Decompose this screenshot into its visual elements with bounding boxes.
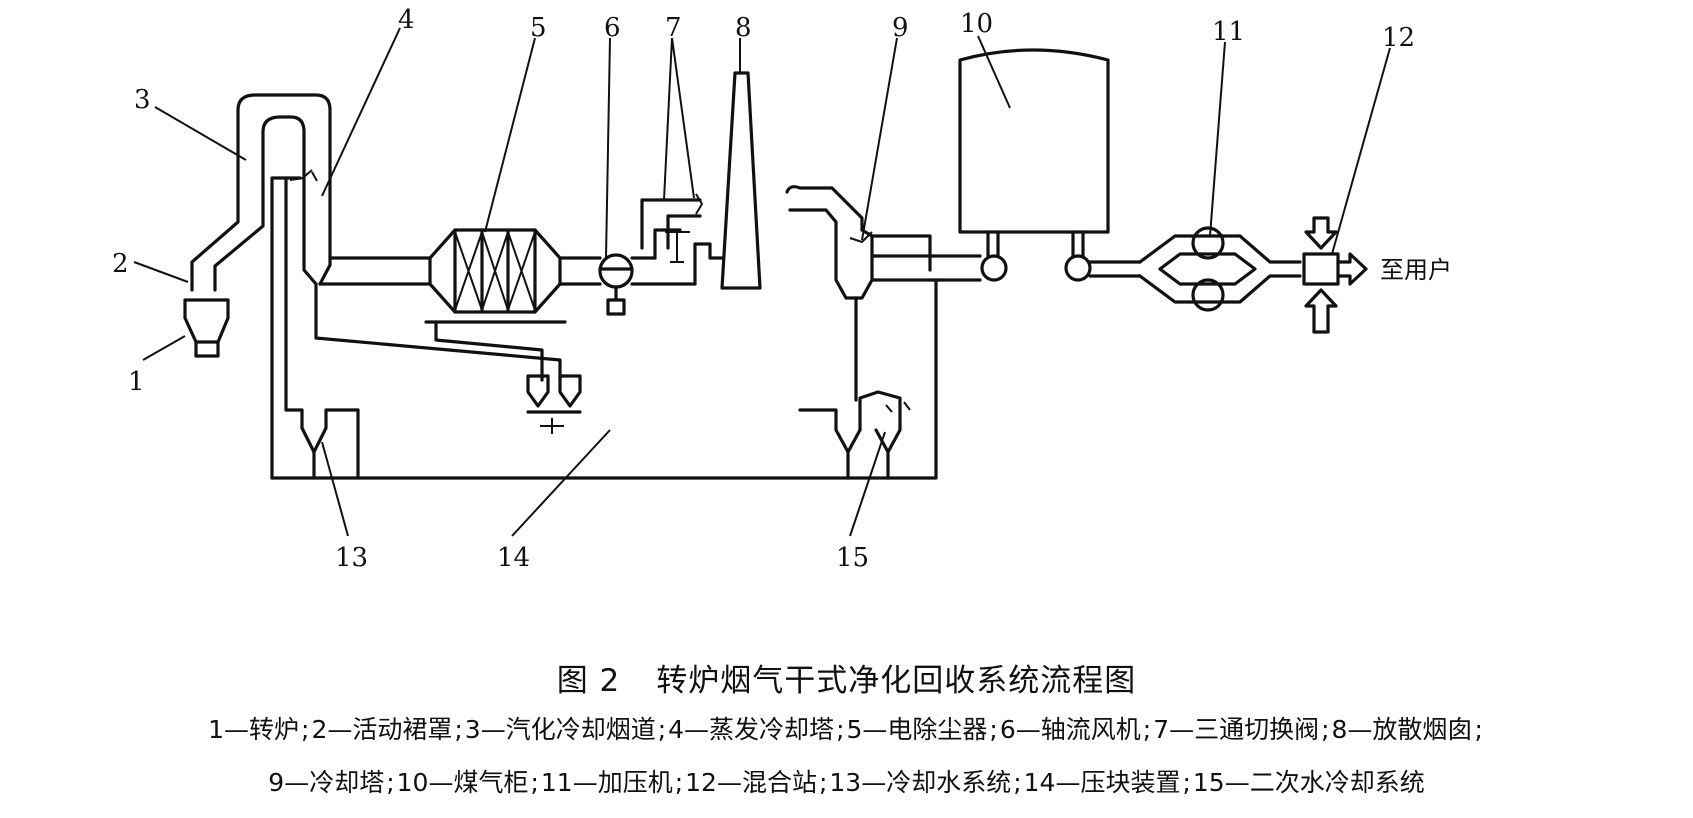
label-2: 2: [112, 249, 129, 279]
diffusing-chimney: [720, 71, 762, 290]
legend-line-2: 9—冷却塔;10—煤气柜;11—加压机;12—混合站;13—冷却水系统;14—压…: [268, 768, 1425, 797]
component-labels: 1 2 3 4 5 6 7 8 9 10 11 12 13 14 15 至用户: [112, 5, 1452, 573]
legend-item: 2—活动裙罩: [311, 715, 453, 744]
label-7: 7: [665, 13, 682, 43]
label-15: 15: [836, 543, 869, 573]
process-flow-diagram: 1 2 3 4 5 6 7 8 9 10 11 12 13 14 15 至用户: [112, 5, 1452, 573]
electrostatic-precipitator: [424, 228, 567, 324]
legend-item: 15—二次水冷却系统: [1192, 768, 1425, 797]
gas-booster: [1088, 226, 1302, 312]
label-4: 4: [398, 5, 415, 35]
vaporization-cooling-flue: [190, 93, 332, 278]
three-way-switch-valve: [640, 193, 724, 286]
legend-item: 9—冷却塔: [268, 768, 385, 797]
figure-caption: 图 2 转炉烟气干式净化回收系统流程图: [0, 655, 1693, 700]
axial-fan: [598, 253, 634, 316]
label-10: 10: [960, 9, 993, 39]
legend-item: 10—煤气柜: [396, 768, 529, 797]
destination-label: 至用户: [1380, 256, 1452, 284]
label-6: 6: [604, 13, 621, 43]
converter: [183, 298, 230, 358]
gas-holder: [958, 48, 1110, 282]
label-9: 9: [892, 13, 909, 43]
legend-item: 8—放散烟囱: [1331, 715, 1473, 744]
label-11: 11: [1212, 17, 1245, 47]
legend-item: 3—汽化冷却烟道: [464, 715, 656, 744]
legend-item: 13—冷却水系统: [829, 768, 1012, 797]
legend-item: 4—蒸发冷却塔: [668, 715, 835, 744]
main-duct: [318, 256, 697, 286]
movable-skirt: [190, 274, 217, 292]
legend-item: 11—加压机: [540, 768, 673, 797]
legend-item: 5—电除尘器: [846, 715, 988, 744]
label-14: 14: [497, 543, 530, 573]
label-8: 8: [735, 13, 752, 43]
figure-number: 图 2: [556, 663, 621, 699]
legend-item: 7—三通切换阀: [1153, 715, 1320, 744]
secondary-water-cooling-system: [798, 390, 911, 480]
legend-item: 1—转炉: [208, 715, 300, 744]
legend-item: 14—压块装置: [1023, 768, 1181, 797]
legend-item: 6—轴流风机: [999, 715, 1141, 744]
cooling-water-system: [270, 176, 938, 480]
figure-title: 转炉烟气干式净化回收系统流程图: [656, 663, 1137, 699]
briquetting-device: [434, 320, 582, 434]
legend-item: 12—混合站: [685, 768, 817, 797]
label-3: 3: [134, 85, 151, 115]
label-5: 5: [530, 13, 547, 43]
label-12: 12: [1382, 23, 1415, 53]
evaporative-cooling-tower: [289, 169, 332, 286]
mixing-station: [1302, 216, 1368, 334]
leader-lines: [133, 27, 1391, 537]
legend-line-1: 1—转炉;2—活动裙罩;3—汽化冷却烟道;4—蒸发冷却塔;5—电除尘器;6—轴流…: [208, 715, 1483, 744]
label-13: 13: [335, 543, 368, 573]
cooling-tower: [785, 185, 982, 402]
label-1: 1: [128, 367, 145, 397]
